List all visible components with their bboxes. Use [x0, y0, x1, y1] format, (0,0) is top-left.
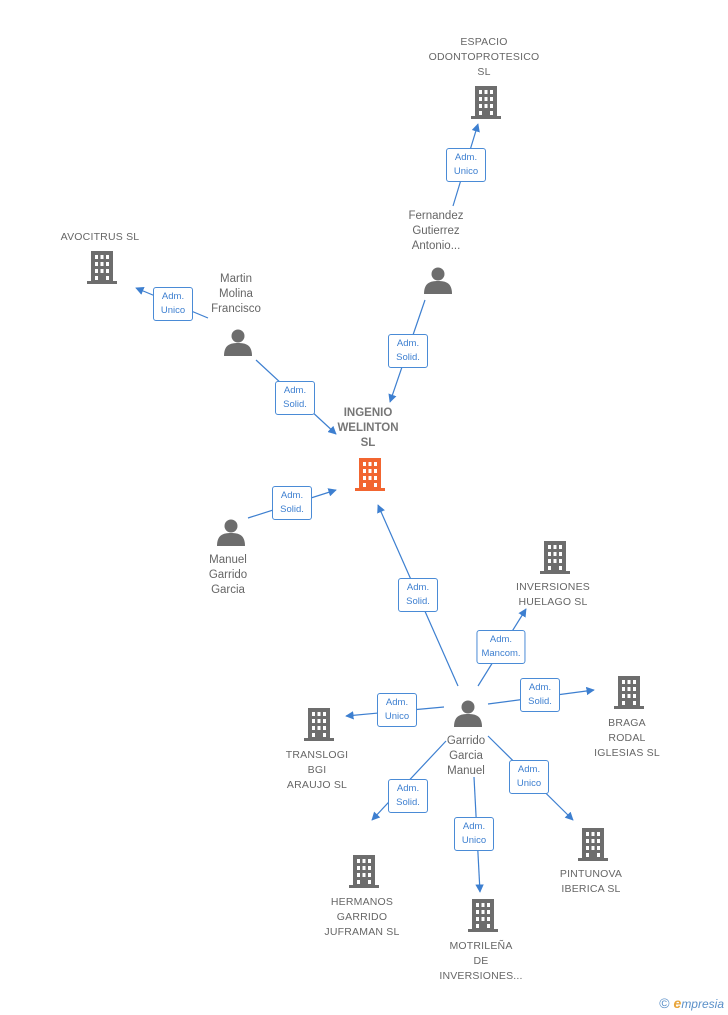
person-icon[interactable] — [424, 267, 452, 295]
node-label-martin[interactable]: Martin Molina Francisco — [211, 273, 261, 315]
building-icon[interactable] — [87, 251, 117, 284]
node-label-fernandez[interactable]: Fernandez Gutierrez Antonio... — [408, 210, 464, 252]
edge-label-garrido-ingenio[interactable]: Adm. Solid. — [398, 578, 438, 612]
node-label-motrilena[interactable]: MOTRILEÑA DE INVERSIONES... — [439, 940, 523, 982]
edge-label-garrido-inversiones[interactable]: Adm. Mancom. — [476, 630, 526, 664]
copyright-symbol: © — [659, 995, 670, 1011]
building-icon[interactable] — [349, 855, 379, 888]
person-icon[interactable] — [224, 329, 252, 357]
node-label-espacio[interactable]: ESPACIO ODONTOPROTESICO SL — [428, 36, 540, 78]
building-icon[interactable] — [471, 86, 501, 119]
person-icon[interactable] — [217, 519, 245, 547]
building-icon[interactable] — [614, 676, 644, 709]
brand-initial: e — [673, 995, 682, 1011]
node-label-ingenio[interactable]: INGENIO WELINTON SL — [337, 407, 399, 449]
building-icon[interactable] — [304, 708, 334, 741]
node-label-garrido[interactable]: Garrido Garcia Manuel — [446, 735, 486, 777]
edge-label-garrido-hermanos[interactable]: Adm. Solid. — [388, 779, 428, 813]
edge-label-garrido-pintunova[interactable]: Adm. Unico — [509, 760, 549, 794]
brand-logo[interactable]: empresia — [674, 995, 724, 1011]
node-label-avocitrus[interactable]: AVOCITRUS SL — [60, 231, 140, 243]
edge-label-garrido-motrilena[interactable]: Adm. Unico — [454, 817, 494, 851]
node-label-manuel[interactable]: Manuel Garrido Garcia — [208, 554, 248, 596]
edge-label-manuel-ingenio[interactable]: Adm. Solid. — [272, 486, 312, 520]
footer-brand: © empresia — [659, 995, 724, 1011]
node-label-inversiones[interactable]: INVERSIONES HUELAGO SL — [516, 581, 590, 608]
node-label-braga[interactable]: BRAGA RODAL IGLESIAS SL — [594, 717, 660, 759]
edge-label-martin-avocitrus[interactable]: Adm. Unico — [153, 287, 193, 321]
edge-label-garrido-translogi[interactable]: Adm. Unico — [377, 693, 417, 727]
edge-label-fernandez-ingenio[interactable]: Adm. Solid. — [388, 334, 428, 368]
brand-name: mpresia — [681, 997, 724, 1011]
node-label-translogi[interactable]: TRANSLOGI BGI ARAUJO SL — [285, 749, 349, 791]
edge-label-fernandez-espacio[interactable]: Adm. Unico — [446, 148, 486, 182]
building-icon[interactable] — [540, 541, 570, 574]
node-label-pintunova[interactable]: PINTUNOVA IBERICA SL — [559, 868, 623, 895]
edge-label-garrido-braga[interactable]: Adm. Solid. — [520, 678, 560, 712]
edge-label-martin-ingenio[interactable]: Adm. Solid. — [275, 381, 315, 415]
node-label-hermanos[interactable]: HERMANOS GARRIDO JUFRAMAN SL — [324, 896, 400, 938]
person-icon[interactable] — [454, 700, 482, 728]
building-icon[interactable] — [468, 899, 498, 932]
building-icon-main[interactable] — [355, 458, 385, 491]
building-icon[interactable] — [578, 828, 608, 861]
